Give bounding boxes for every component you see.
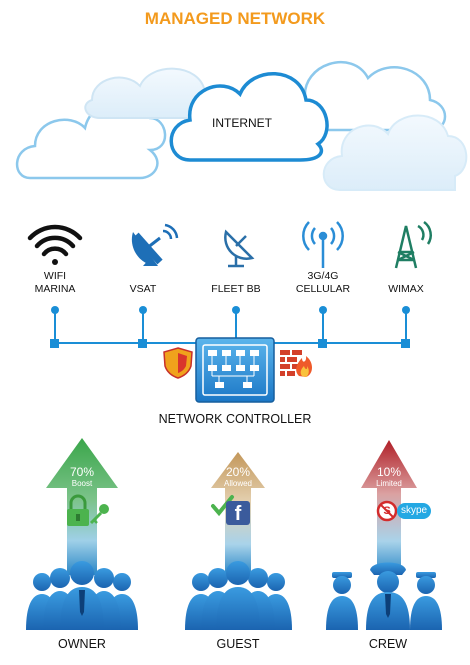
wifi-label-line2: MARINA	[34, 283, 76, 295]
fleet-bb-label: FLEET BB	[211, 283, 261, 295]
guest-mode: Allowed	[223, 479, 252, 488]
network-controller-label: NETWORK CONTROLLER	[158, 412, 312, 426]
owner-label: OWNER	[58, 637, 106, 651]
owner-mode: Boost	[71, 479, 93, 488]
cellular-label-line1: 3G/4G	[307, 270, 339, 282]
blocked-icon	[376, 500, 398, 522]
bus-nodes	[50, 306, 410, 348]
node-wifi	[51, 306, 59, 314]
facebook-glyph: f	[234, 503, 242, 525]
wifi-label: WIFI MARINA	[20, 270, 90, 296]
wifi-label-line1: WIFI	[43, 270, 67, 282]
crew-allocation: 10% Limited	[369, 466, 409, 490]
wimax-label: WIMAX	[388, 283, 424, 295]
node-fleet	[232, 306, 240, 314]
shield-icon	[163, 347, 193, 379]
fleet-dish-icon	[224, 229, 255, 268]
owner-arrow	[46, 438, 118, 575]
owner-percent: 70%	[69, 465, 95, 479]
lock-icon	[67, 494, 89, 526]
crew-label: CREW	[368, 637, 408, 651]
node-wimax	[402, 306, 410, 314]
blocked-glyph: S	[383, 505, 391, 517]
vsat-label: VSAT	[129, 283, 157, 295]
cellular-label-line2: CELLULAR	[295, 283, 351, 295]
guest-people-icon	[185, 561, 292, 630]
network-controller-box	[195, 337, 275, 403]
skype-glyph: skype	[400, 505, 428, 516]
guest-allocation: 20% Allowed	[218, 466, 258, 490]
cloud-internet	[169, 71, 329, 162]
firewall-icon	[280, 350, 312, 377]
guest-percent: 20%	[225, 465, 251, 479]
crew-people-icon	[326, 562, 442, 630]
cloud-right-front	[322, 114, 468, 191]
owner-allocation: 70% Boost	[62, 466, 102, 490]
internet-label: INTERNET	[212, 116, 272, 130]
node-vsat	[139, 306, 147, 314]
node-cellular	[319, 306, 327, 314]
crew-mode: Limited	[376, 479, 402, 488]
cellular-antenna-icon	[302, 221, 344, 268]
facebook-icon	[226, 501, 250, 525]
wimax-tower-icon	[394, 220, 432, 269]
key-icon	[89, 504, 109, 525]
satellite-dish-icon	[131, 223, 179, 266]
guest-label: GUEST	[216, 637, 260, 651]
cellular-label: 3G/4G CELLULAR	[288, 270, 358, 296]
page-title: MANAGED NETWORK	[144, 9, 326, 28]
owner-people-icon	[26, 561, 138, 630]
skype-icon	[397, 503, 431, 519]
wifi-icon	[27, 224, 83, 265]
crew-percent: 10%	[376, 465, 402, 479]
